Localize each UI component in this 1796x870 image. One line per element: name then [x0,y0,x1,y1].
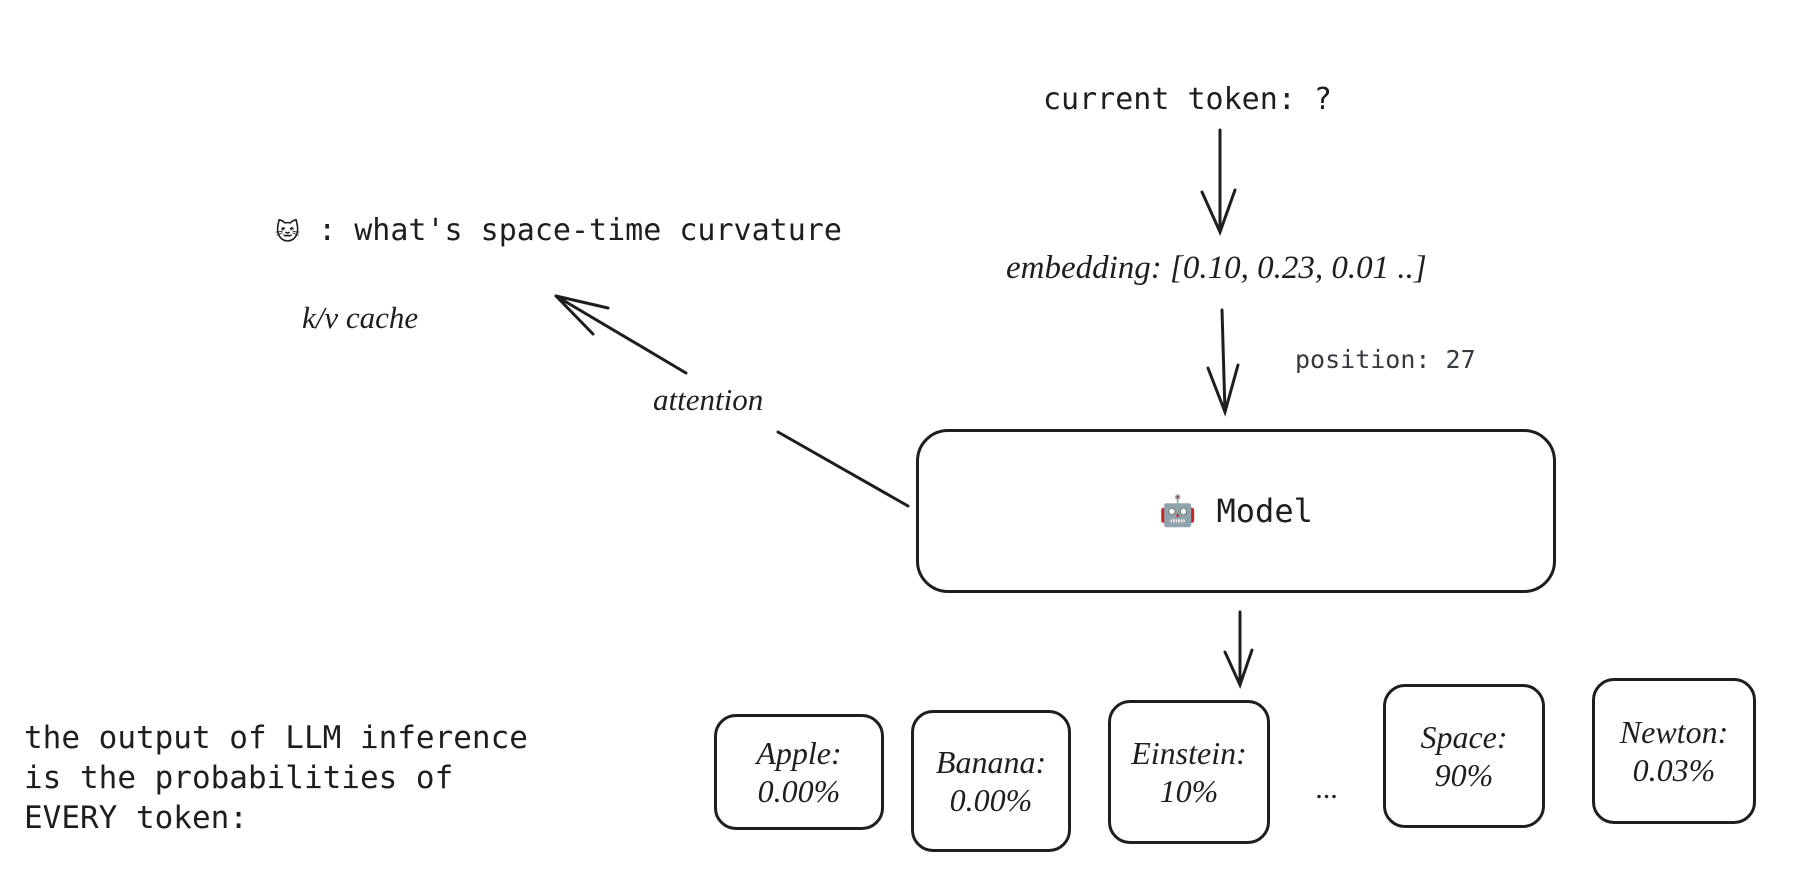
arrow-attention-to-cache [554,294,910,508]
arrow-token-to-embedding [1200,128,1237,237]
arrow-embedding-to-model [1206,308,1240,417]
token-box-einstein: Einstein: 10% [1108,700,1270,844]
output-note-line-2: is the probabilities of [24,760,454,796]
kv-cache-label: k/v cache [302,300,419,335]
token-box-space: Space: 90% [1383,684,1545,828]
prompt-line: 🐱 : what's space-time curvature [275,213,842,248]
output-note-line-1: the output of LLM inference [24,720,528,756]
token-name: Newton: [1619,713,1729,750]
token-prob: 0.03% [1632,752,1716,788]
cat-face-icon: 🐱 [275,218,301,246]
token-name: Apple: [756,734,842,771]
token-name: Banana: [935,743,1047,780]
prompt-text: what's space-time curvature [354,213,842,248]
token-name: Einstein: [1131,734,1247,771]
token-ellipsis: ... [1316,772,1339,805]
prompt-separator: : [318,213,337,248]
attention-label: attention [653,382,764,417]
token-box-apple: Apple: 0.00% [714,714,884,830]
robot-icon: 🤖 [1159,493,1197,529]
model-box: 🤖 Model [916,429,1556,593]
embedding-label: embedding: [0.10, 0.23, 0.01 ..] [1006,250,1427,286]
output-note: the output of LLM inference is the proba… [24,718,528,838]
current-token-label: current token: ? [1043,82,1332,117]
position-label: position: 27 [1295,345,1476,374]
token-prob: 0.00% [949,782,1033,818]
token-prob: 0.00% [757,773,841,809]
arrow-model-to-tokens [1223,610,1254,690]
output-note-line-3: EVERY token: [24,800,248,836]
token-prob: 10% [1159,773,1219,809]
token-name: Space: [1420,718,1508,755]
token-prob: 90% [1434,757,1494,793]
token-box-banana: Banana: 0.00% [911,710,1071,852]
model-label: Model [1216,492,1313,530]
token-box-newton: Newton: 0.03% [1592,678,1756,824]
